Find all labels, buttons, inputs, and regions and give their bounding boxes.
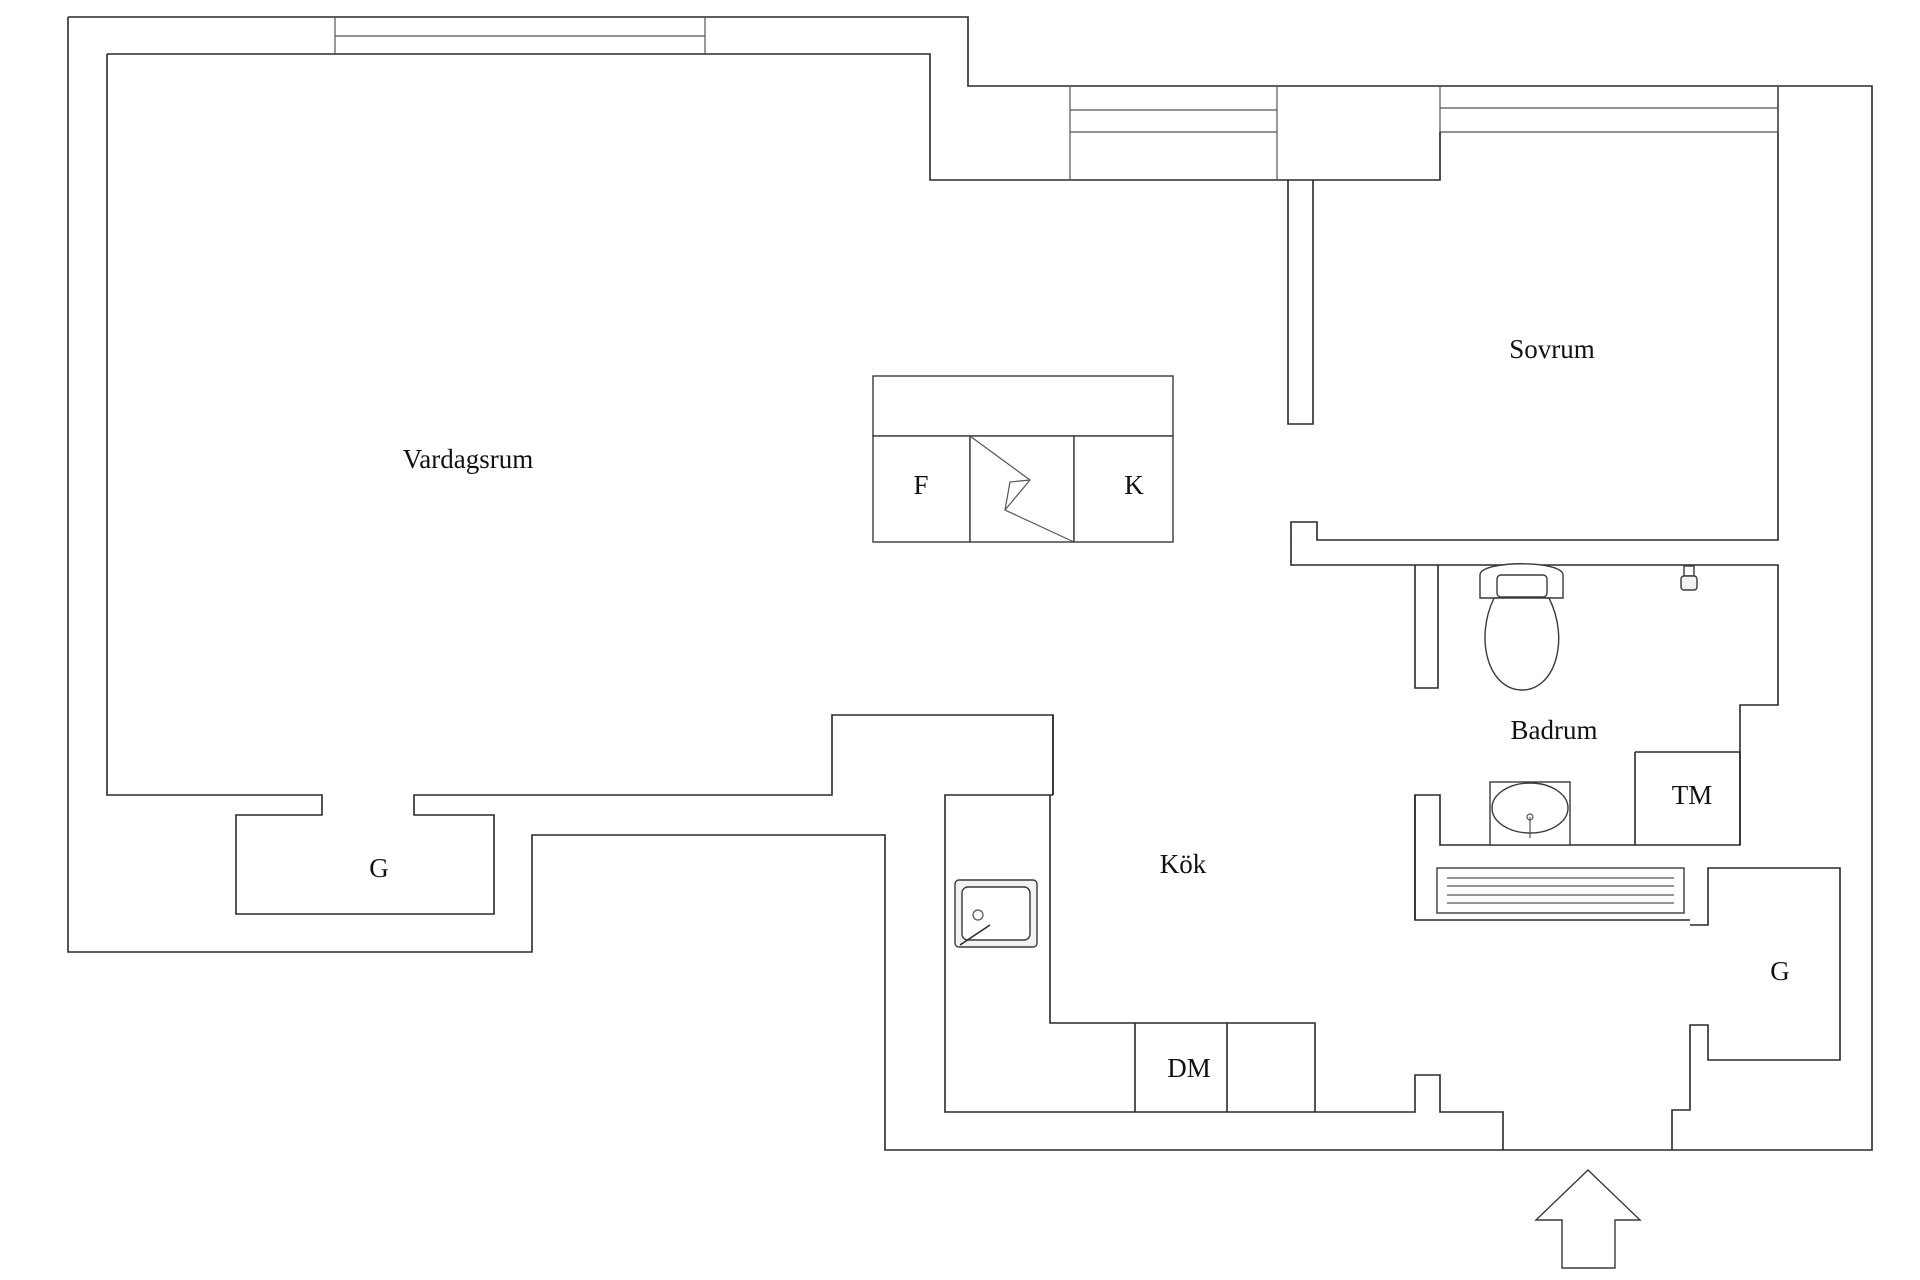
room-label-vardagsrum: Vardagsrum (403, 444, 533, 474)
closet-label-left: G (369, 853, 389, 883)
freezer-box (1073, 435, 1174, 543)
chimney-bolt (969, 435, 1075, 543)
fridge-box (872, 435, 971, 543)
fridge-label: F (913, 470, 928, 500)
interior-walls (1049, 180, 1741, 1112)
kitchen-sink-icon (954, 879, 1038, 948)
room-label-badrum: Badrum (1511, 715, 1598, 745)
room-label-sovrum: Sovrum (1509, 334, 1595, 364)
outer-walls (67, 16, 1873, 1151)
shower-icon (1680, 565, 1698, 591)
fireplace-top (872, 375, 1174, 437)
entrance-arrow-icon (1534, 1169, 1642, 1269)
wash-basin-icon (1489, 781, 1571, 846)
toilet-icon (1479, 563, 1564, 691)
dishwasher-label: DM (1167, 1053, 1211, 1083)
radiator-icon (1436, 867, 1685, 914)
closet-label-right: G (1770, 956, 1790, 986)
fireplace-block (872, 375, 1174, 543)
room-label-kok: Kök (1160, 849, 1207, 879)
freezer-label: K (1124, 470, 1144, 500)
washer-label: TM (1672, 780, 1713, 810)
